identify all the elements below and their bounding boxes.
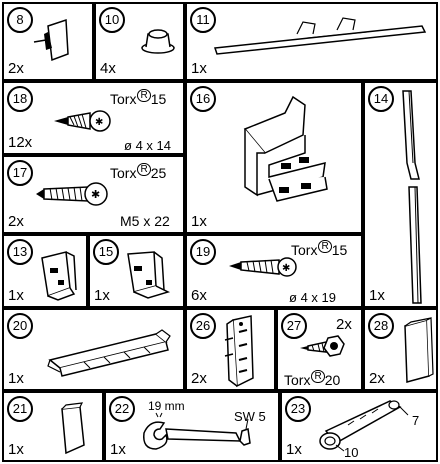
wedge-block-icon xyxy=(61,402,85,455)
part-number-22: 22 xyxy=(109,396,135,422)
part-number-17: 17 xyxy=(7,160,33,186)
part-number-26: 26 xyxy=(190,313,216,339)
part-qty-15: 1x xyxy=(94,287,110,304)
part-qty-14: 1x xyxy=(369,287,385,304)
part-qty-26: 2x xyxy=(191,370,207,387)
dim-symbol-19: ø xyxy=(289,290,297,305)
torx-size-18: 15 xyxy=(150,91,167,107)
part-cell-10: 10 4x xyxy=(94,2,185,81)
part-cell-23: 23 7 10 1x xyxy=(280,391,438,462)
part-qty-13: 1x xyxy=(8,287,24,304)
part-qty-8: 2x xyxy=(8,60,24,77)
part-cell-8: 8 2x xyxy=(2,2,94,81)
part-cell-15: 15 1x xyxy=(88,234,185,308)
part-cell-21: 21 1x xyxy=(2,391,104,462)
part-cell-26: 26 2x xyxy=(185,308,276,391)
part-number-27: 27 xyxy=(281,313,307,339)
wrench-size-label: 19 mm xyxy=(148,399,185,413)
part-number-13: 13 xyxy=(7,239,33,265)
part-cell-14: 14 1x xyxy=(363,81,438,308)
part-number-21: 21 xyxy=(7,396,33,422)
torx-reg-27: R xyxy=(311,370,325,383)
part-cell-28: 28 2x xyxy=(363,308,438,391)
rail-icon xyxy=(213,17,427,55)
torx-text-19: Torx xyxy=(291,242,318,258)
part-number-14: 14 xyxy=(368,86,394,112)
bracket-icon xyxy=(243,95,328,202)
part-qty-17: 2x xyxy=(8,213,24,230)
part-number-16: 16 xyxy=(190,86,216,112)
block-icon xyxy=(404,317,434,383)
screw-icon: ✱ xyxy=(54,110,111,132)
profile-strip-icon xyxy=(402,90,422,304)
cover-strip-icon xyxy=(47,329,171,377)
part-qty-11: 1x xyxy=(191,60,207,77)
hex-screw-icon xyxy=(300,335,345,357)
part-qty-20: 1x xyxy=(8,370,24,387)
part-number-23: 23 xyxy=(285,396,311,422)
svg-text:✱: ✱ xyxy=(95,117,103,128)
torx-text-18: Torx xyxy=(110,91,137,107)
dim-label-17: M5 x 22 xyxy=(120,213,170,229)
part-number-8: 8 xyxy=(7,7,33,33)
bolt-icon: ✱ xyxy=(36,182,108,206)
part-qty-top-27: 2x xyxy=(336,316,352,333)
dim-value-18: 4 x 14 xyxy=(135,138,171,153)
torx-size-17: 25 xyxy=(150,165,167,181)
part-cell-16: 16 1x xyxy=(185,81,363,234)
part-number-28: 28 xyxy=(368,313,394,339)
lever-label-7: 7 xyxy=(412,413,420,428)
svg-text:✱: ✱ xyxy=(91,188,100,201)
torx-reg-18: R xyxy=(137,89,151,102)
dim-label-18: ø 4 x 14 xyxy=(124,138,171,153)
part-qty-18: 12x xyxy=(8,134,33,151)
part-number-15: 15 xyxy=(93,239,119,265)
wrench-icon xyxy=(143,412,251,450)
wrench-sw-label: SW 5 xyxy=(234,409,266,424)
part-qty-16: 1x xyxy=(191,213,207,230)
part-cell-20: 20 1x xyxy=(2,308,185,391)
small-bracket-icon xyxy=(127,251,171,299)
part-cell-13: 13 1x xyxy=(2,234,88,308)
part-cell-11: 11 1x xyxy=(185,2,438,81)
button-plug-icon xyxy=(141,29,175,54)
torx-text-27: Torx xyxy=(284,372,311,388)
small-bracket-icon xyxy=(41,251,77,301)
part-number-19: 19 xyxy=(190,239,216,265)
part-qty-10: 4x xyxy=(100,60,116,77)
part-number-10: 10 xyxy=(99,7,125,33)
svg-text:✱: ✱ xyxy=(282,263,290,274)
torx-reg-19: R xyxy=(318,240,332,253)
lever-icon xyxy=(319,400,409,452)
part-qty-21: 1x xyxy=(8,441,24,458)
dim-symbol-18: ø xyxy=(124,138,132,153)
part-qty-23: 1x xyxy=(286,441,302,458)
torx-reg-17: R xyxy=(137,163,151,176)
cap-plug-icon xyxy=(33,18,69,62)
hinge-plate-icon xyxy=(224,315,254,388)
part-number-11: 11 xyxy=(190,7,216,33)
dim-value-19: 4 x 19 xyxy=(300,290,336,305)
torx-size-19: 15 xyxy=(331,242,348,258)
torx-text-17: Torx xyxy=(110,165,137,181)
part-cell-22: 22 19 mm SW 5 1x xyxy=(104,391,280,462)
part-number-20: 20 xyxy=(7,313,33,339)
lever-label-10: 10 xyxy=(344,445,359,460)
part-qty-28: 2x xyxy=(369,370,385,387)
torx-size-27: 20 xyxy=(324,372,341,388)
part-number-18: 18 xyxy=(7,86,33,112)
long-screw-icon: ✱ xyxy=(229,257,297,277)
dim-label-19: ø 4 x 19 xyxy=(289,290,336,305)
part-qty-22: 1x xyxy=(110,441,126,458)
part-qty-19: 6x xyxy=(191,287,207,304)
